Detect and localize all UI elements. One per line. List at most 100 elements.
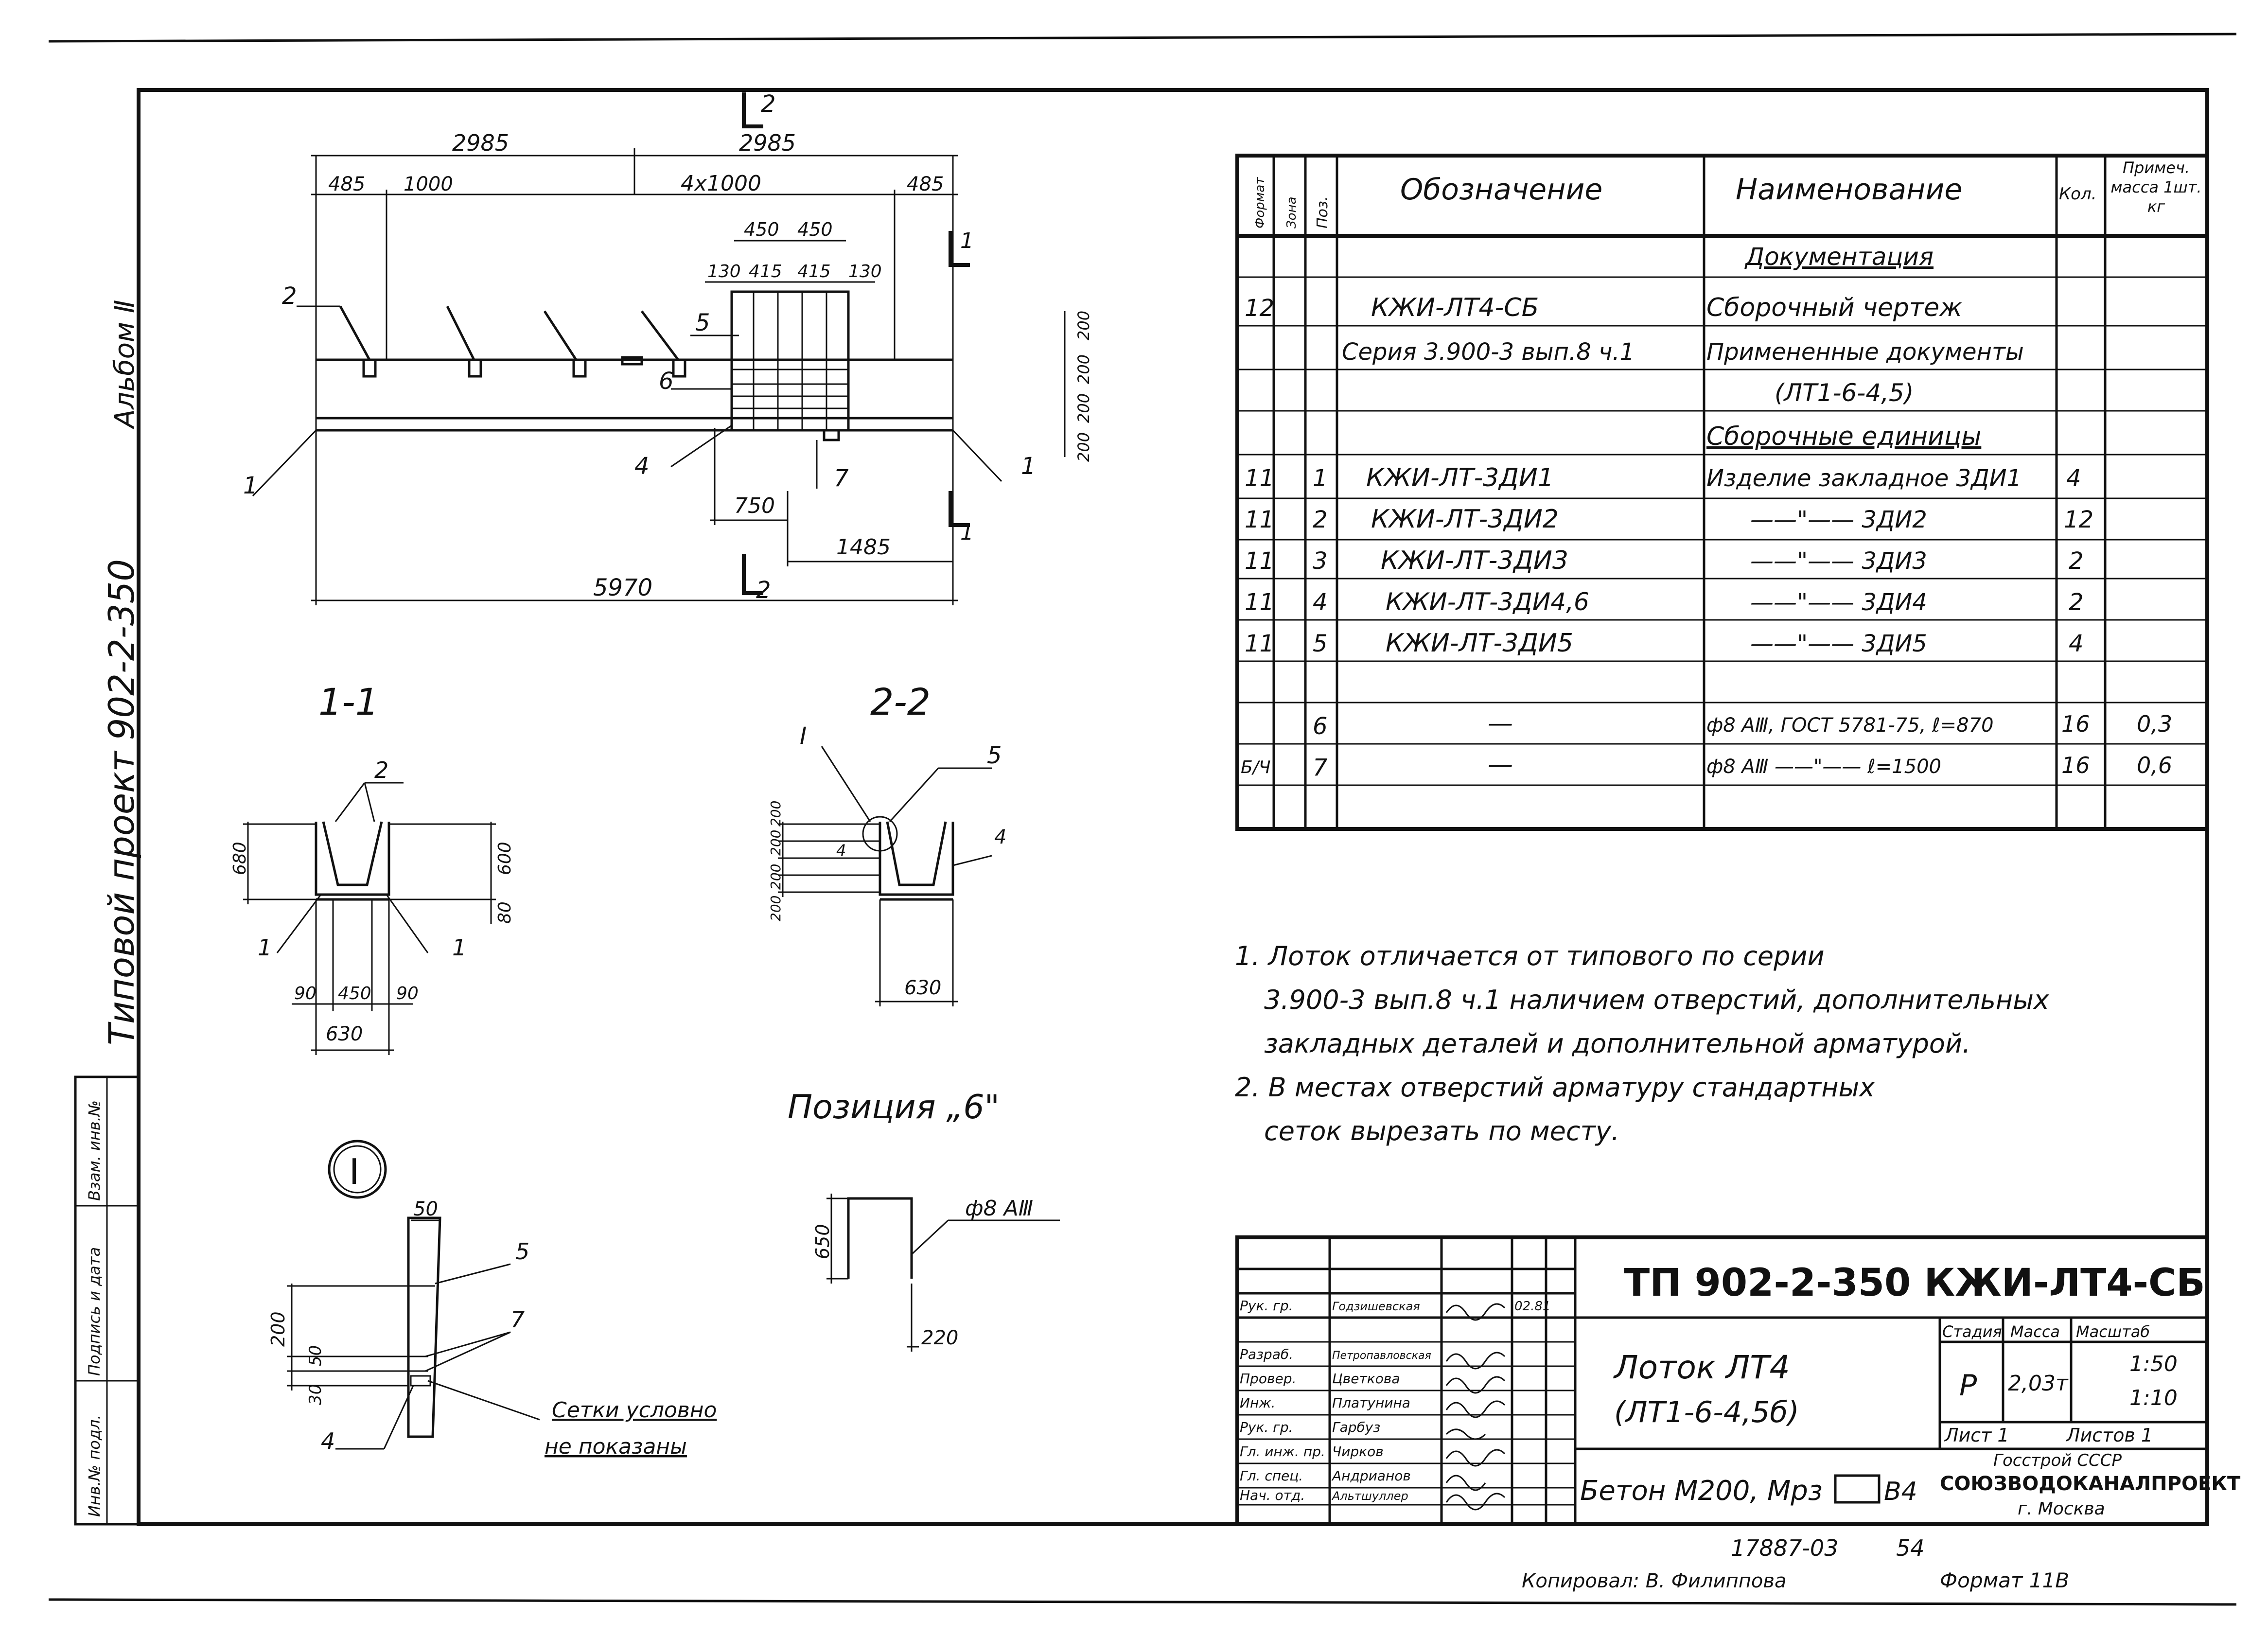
note-line-3: закладных деталей и дополнительной армат… — [1264, 1028, 1970, 1059]
drawing-group — [1237, 1341, 1575, 1506]
dim-130-a: 130 — [707, 262, 741, 282]
detail-pos-7: 7 — [510, 1306, 525, 1333]
note-line-5: сеток вырезать по месту. — [1264, 1116, 1619, 1146]
text-spec-rows-7-0: 11 — [1245, 547, 1274, 575]
text-titleblock-names-0: Годзишевская — [1332, 1300, 1420, 1313]
title-org-1: Госстрой СССР — [1993, 1451, 2122, 1470]
spec-r1-format: 12 — [1245, 295, 1274, 322]
text-titleblock-roles-0: Рук. гр. — [1240, 1298, 1293, 1314]
text-spec-rows-8-3: КЖИ-ЛТ-3ДИ4,6 — [1386, 588, 1589, 616]
dim-r-200-c: 200 — [1074, 393, 1093, 423]
dim-485-left: 485 — [328, 173, 365, 195]
title-stage-h: Стадия — [1942, 1322, 2002, 1341]
sec11-dim-450: 450 — [338, 984, 371, 1003]
text-spec-rows-8-0: 11 — [1245, 589, 1274, 616]
dim-2985-left: 2985 — [452, 130, 509, 156]
text-spec-rows-11-3: — — [1488, 709, 1513, 738]
sec22-dim-200-c: 200 — [768, 864, 784, 890]
dim-130-b: 130 — [848, 262, 882, 282]
sec11-pos-1-left: 1 — [258, 934, 272, 961]
title-scale-1: 1:50 — [2129, 1352, 2178, 1376]
plan-pos-5: 5 — [695, 309, 710, 336]
dim-4x1000: 4x1000 — [681, 171, 761, 196]
sec11-dim-80: 80 — [495, 901, 515, 924]
spec-h-qty: Кол. — [2059, 184, 2096, 204]
text-spec-rows-6-4: ——"—— 3ДИ2 — [1750, 506, 1927, 533]
title-scale-h: Масштаб — [2076, 1322, 2150, 1341]
text-titleblock-roles-3: Инж. — [1240, 1395, 1275, 1411]
detail-pos-5: 5 — [515, 1238, 529, 1265]
drawing-group — [732, 292, 848, 430]
text-spec-rows-9-0: 11 — [1245, 630, 1274, 657]
sec22-pos-4-right: 4 — [994, 826, 1006, 848]
detail-I: I 50 200 50 30 5 7 4 Сетки условно не по… — [267, 1140, 717, 1459]
sec11-pos-2: 2 — [374, 757, 388, 783]
text-spec-rows-9-3: КЖИ-ЛТ-3ДИ5 — [1386, 629, 1573, 658]
footer-copied: Копировал: В. Филиппова — [1522, 1570, 1786, 1592]
pos6-title: Позиция „6" — [788, 1088, 1000, 1127]
sec22-pos-5: 5 — [987, 742, 1002, 769]
sec22-pos-I: I — [800, 722, 807, 750]
project-label: Типовой проект 902-2-350 — [101, 559, 142, 1045]
sec11-dim-90-right: 90 — [396, 984, 419, 1003]
note-line-2: 3.900-3 вып.8 ч.1 наличием отверстий, до… — [1264, 985, 2050, 1015]
drawing-group — [1272, 156, 2107, 829]
detail-dim-30: 30 — [306, 1384, 325, 1405]
text-spec-rows-8-5: 2 — [2069, 589, 2084, 616]
notes: 1. Лоток отличается от типового по серии… — [1235, 941, 2050, 1146]
text-titleblock-names-7: Альтшуллер — [1331, 1489, 1408, 1503]
title-material: Бетон М200, Мрз — [1580, 1475, 1823, 1507]
section-1-1: 1-1 680 600 80 90 450 90 630 2 1 1 — [230, 680, 515, 1055]
dim-1485: 1485 — [836, 535, 891, 560]
dim-r-200-a: 200 — [1074, 311, 1093, 340]
sec22-pos-4-left: 4 — [836, 841, 846, 860]
drawing-group — [1237, 276, 2207, 786]
note-line-4: 2. В местах отверстий арматуру стандартн… — [1235, 1072, 1875, 1103]
text-spec-rows-12-4: ф8 AⅢ ——"—— ℓ=1500 — [1706, 756, 1941, 778]
text-titleblock-names-2: Цветкова — [1332, 1371, 1400, 1387]
text-spec-rows-6-5: 12 — [2064, 506, 2093, 533]
dim-750: 750 — [734, 493, 775, 518]
footer: 17887-03 54 Копировал: В. Филиппова Форм… — [1522, 1535, 2069, 1592]
title-org-3: г. Москва — [2018, 1499, 2105, 1519]
sec11-dim-90-left: 90 — [294, 984, 316, 1003]
section-2-2: 2-2 200 200 200 200 630 I 5 4 4 — [768, 680, 1006, 1006]
footer-format: Формат 11В — [1940, 1568, 2069, 1592]
plan-pos-1-right: 1 — [1021, 453, 1036, 480]
spec-h-note: Примеч. масса 1шт. кг — [2110, 158, 2202, 216]
spec-r2-name: Примененные документы — [1706, 338, 2024, 366]
dim-5970: 5970 — [593, 574, 652, 601]
title-org-2: СОЮЗВОДОКАНАЛПРОЕКТ — [1940, 1473, 2241, 1495]
plan-pos-7: 7 — [834, 465, 849, 492]
section-mark-1-top: 1 — [960, 229, 974, 253]
sec22-dim-200-b: 200 — [768, 830, 784, 856]
title-scale-2: 1:10 — [2129, 1386, 2178, 1410]
text-titleblock-roles-6: Гл. спец. — [1240, 1468, 1303, 1484]
text-spec-rows-7-3: КЖИ-ЛТ-3ДИ3 — [1381, 546, 1568, 575]
title-names: Годзишевская Петропавловская Цветкова Пл… — [1331, 1300, 1431, 1503]
detail-pos-4: 4 — [321, 1428, 335, 1454]
text-spec-rows-5-4: Изделие закладное 3ДИ1 — [1706, 465, 2022, 492]
dim-r-200-b: 200 — [1074, 354, 1093, 384]
text-spec-rows-7-4: ——"—— 3ДИ3 — [1750, 547, 1927, 575]
text-titleblock-roles-5: Гл. инж. пр. — [1240, 1443, 1325, 1460]
sec11-pos-1-right: 1 — [452, 934, 466, 961]
spec-h-designation: Обозначение — [1400, 173, 1602, 207]
sec11-dim-680: 680 — [230, 842, 250, 875]
text-spec-rows-12-6: 0,6 — [2137, 752, 2172, 778]
text-spec-rows-5-3: КЖИ-ЛТ-3ДИ1 — [1366, 463, 1554, 493]
title-date: 02.81 — [1514, 1299, 1550, 1314]
text-spec-rows-12-0: Б/Ч — [1241, 757, 1271, 777]
text-spec-rows-7-2: 3 — [1313, 547, 1328, 575]
text-spec-rows-8-4: ——"—— 3ДИ4 — [1750, 589, 1927, 616]
sec11-title: 1-1 — [318, 680, 379, 723]
spec-table: Формат Зона Поз. Обозначение Наименовани… — [1235, 154, 2209, 831]
text-spec-rows-9-4: ——"—— 3ДИ5 — [1750, 630, 1927, 657]
side-stamp: Инв.№ подл. Подпись и дата Взам. инв.№ А… — [74, 299, 142, 1526]
sec11-dim-600: 600 — [495, 842, 515, 875]
plan-pos-6: 6 — [659, 368, 674, 395]
pos6-rebar-label: ф8 AⅢ — [965, 1196, 1033, 1221]
drawing-group — [1237, 1237, 2207, 1524]
sec11-dim-630: 630 — [326, 1023, 363, 1045]
